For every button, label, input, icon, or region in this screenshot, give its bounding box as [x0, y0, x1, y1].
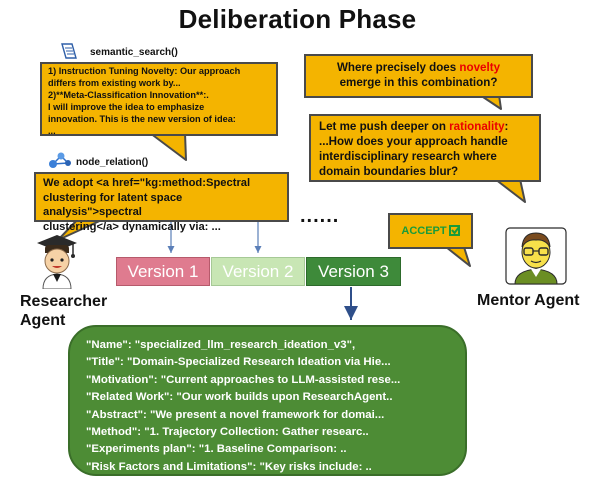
bubble-line: We adopt <a href="kg:method:Spectral [43, 177, 251, 189]
accept-bubble-tail [445, 246, 471, 267]
rationality-highlight: rationality [449, 120, 505, 133]
question-line: domain boundaries blur? [319, 165, 459, 178]
idea-field-title: "Title": "Domain-Specialized Research Id… [86, 356, 391, 369]
rationality-bubble-tail [494, 178, 526, 203]
ellipsis: ...... [300, 205, 340, 227]
bubble-line: innovation. This is the new version of i… [48, 114, 236, 124]
idea-field-method: "Method": "1. Trajectory Collection: Gat… [86, 426, 369, 439]
idea-output-box: "Name": "specialized_llm_research_ideati… [68, 325, 467, 476]
network-icon [49, 152, 71, 168]
question-line: Where precisely does novelty [310, 60, 527, 75]
bubble-line: I will improve the idea to emphasize [48, 102, 205, 112]
researcher-agent-label-line1: Researcher [20, 293, 108, 310]
search-icon [61, 43, 77, 59]
semantic-search-tool-label: semantic_search() [90, 47, 178, 58]
search-bubble-tail [149, 132, 187, 161]
idea-field-experiments-plan: "Experiments plan": "1. Baseline Compari… [86, 443, 347, 456]
question-line: emerge in this combination? [339, 76, 498, 89]
node-relation-bubble: We adopt <a href="kg:method:Spectral clu… [34, 172, 289, 233]
semantic-search-bubble: 1) Instruction Tuning Novelty: Our appro… [40, 62, 278, 136]
rationality-question-bubble: Let me push deeper on rationality: ...Ho… [309, 114, 541, 182]
idea-field-motivation: "Motivation": "Current approaches to LLM… [86, 373, 401, 386]
bubble-line: differs from existing work by... [48, 78, 181, 88]
researcher-agent-label-line2: Agent [20, 312, 66, 329]
mentor-avatar [505, 227, 567, 285]
version-3-box: Version 3 [306, 257, 401, 286]
mentor-agent-label: Mentor Agent [477, 292, 580, 309]
researcher-avatar [37, 235, 77, 289]
question-text: Let me push deeper on [319, 120, 450, 133]
node-relation-tool-label: node_relation() [76, 157, 149, 168]
version-1-box: Version 1 [116, 257, 210, 286]
question-line: ...How does your approach handle [319, 135, 508, 148]
checkbox-icon [448, 224, 460, 236]
diagram-title: Deliberation Phase [178, 4, 417, 34]
accept-label: ACCEPT [401, 225, 447, 237]
idea-field-related-work: "Related Work": "Our work builds upon Re… [86, 391, 393, 404]
novelty-highlight: novelty [459, 61, 501, 74]
question-text: Where precisely does [336, 61, 460, 74]
idea-field-abstract: "Abstract": "We present a novel framewor… [86, 408, 385, 421]
bubble-line: 1) Instruction Tuning Novelty: Our appro… [48, 66, 241, 76]
accept-bubble: ACCEPT [388, 213, 473, 249]
question-line: interdisciplinary research where [319, 150, 497, 163]
version-2-box: Version 2 [211, 257, 305, 286]
question-line: Let me push deeper on rationality: [319, 119, 531, 134]
novelty-bubble-tail [479, 94, 502, 110]
idea-field-name: "Name": "specialized_llm_research_ideati… [86, 339, 356, 351]
novelty-question-bubble: Where precisely does novelty emerge in t… [304, 54, 533, 98]
bubble-line: ... [48, 126, 56, 136]
bubble-line: clustering for latent space analysis">sp… [43, 191, 183, 219]
idea-field-risk-factors: "Risk Factors and Limitations": "Key ris… [86, 460, 372, 473]
bubble-line: clustering</a> dynamically via: ... [43, 220, 221, 233]
question-punct: : [504, 120, 509, 133]
bubble-line: 2)**Meta-Classification Innovation**:. [48, 90, 209, 100]
